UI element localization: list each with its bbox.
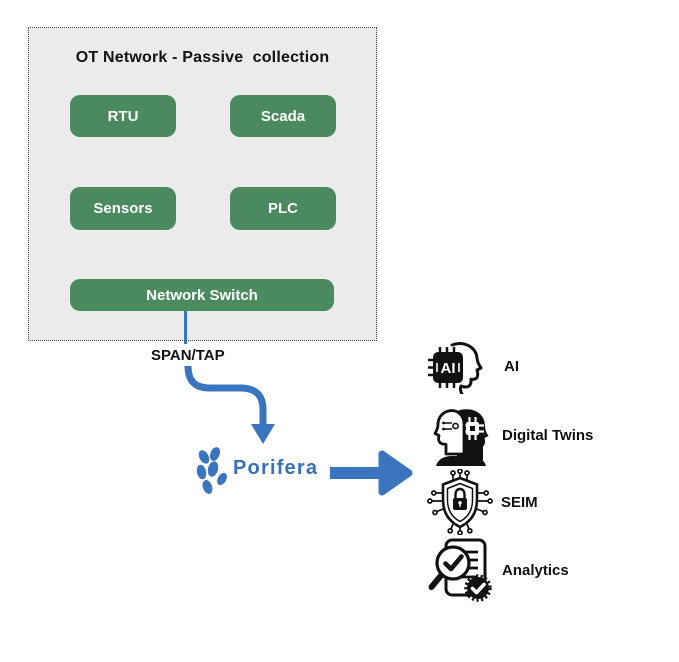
node-scada: Scada: [230, 95, 336, 137]
svg-text:AI: AI: [441, 360, 456, 377]
node-scada-label: Scada: [260, 107, 306, 125]
node-plc-label: PLC: [268, 200, 298, 217]
span-tap-label: SPAN/TAP: [151, 347, 225, 364]
shield-lock-circuit-icon: [427, 469, 493, 535]
output-row-analytics: Analytics: [427, 537, 569, 603]
right-flow-arrow: [330, 450, 413, 496]
porifera-wordmark: Porifera: [233, 457, 319, 479]
node-plc: PLC: [230, 187, 336, 230]
report-magnifier-check-icon: [428, 538, 492, 602]
ot-network-title: OT Network - Passive collection: [75, 49, 330, 66]
node-network-switch: Network Switch: [70, 279, 334, 311]
node-rtu-label: RTU: [107, 107, 139, 125]
output-label-seim: SEIM: [501, 493, 538, 511]
ai-chip-head-icon: AI: [428, 342, 483, 394]
node-sensors: Sensors: [70, 187, 176, 230]
output-row-ai: AI AI: [428, 339, 519, 394]
switch-tap-connector-line: [184, 311, 187, 344]
porifera-leaf-logo-icon: [196, 447, 227, 494]
output-label-digital-twins: Digital Twins: [502, 426, 594, 444]
output-row-seim: SEIM: [426, 469, 538, 535]
node-rtu: RTU: [70, 95, 176, 137]
output-label-analytics: Analytics: [502, 561, 569, 579]
node-network-switch-label: Network Switch: [146, 286, 258, 304]
curved-flow-arrow: [184, 365, 275, 444]
output-row-digital-twins: Digital Twins: [430, 404, 593, 466]
node-sensors-label: Sensors: [93, 200, 153, 217]
output-label-ai: AI: [504, 358, 519, 375]
digital-twins-heads-icon: [433, 409, 489, 466]
